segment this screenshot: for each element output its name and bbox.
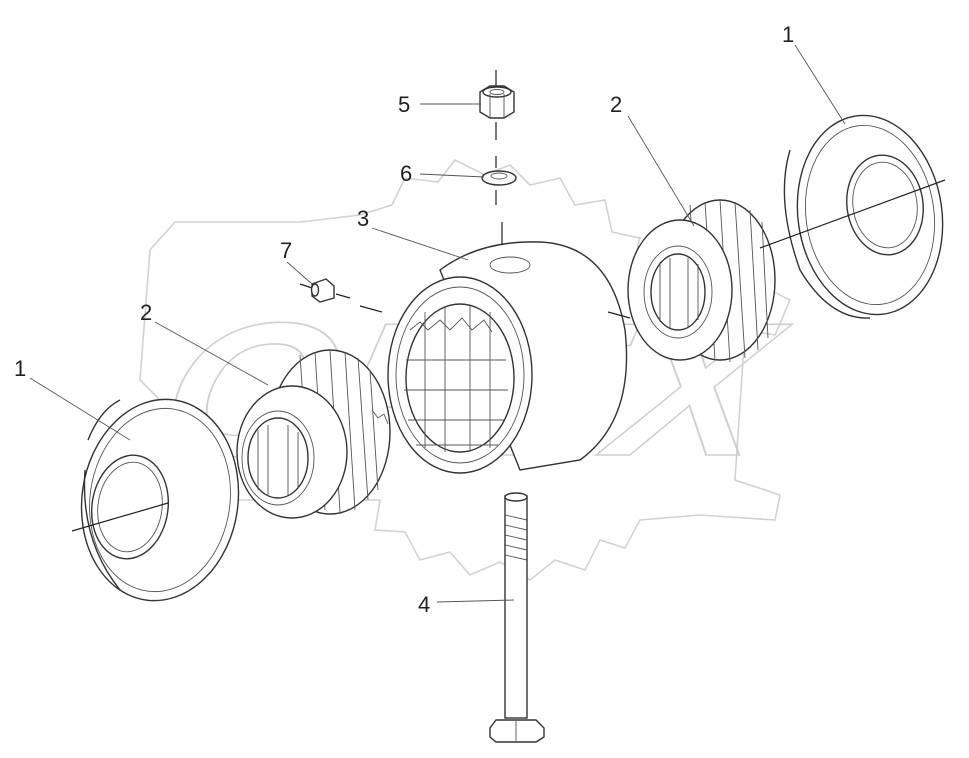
- label-part-1-left: 1: [14, 356, 26, 381]
- part-1-left-washer: [71, 398, 240, 602]
- label-part-1-right: 1: [782, 22, 794, 47]
- part-2-left-gear: [236, 349, 391, 519]
- leader-lines: [29, 44, 846, 603]
- part-4-bolt: [489, 492, 545, 743]
- label-part-4: 4: [418, 592, 430, 617]
- label-part-7: 7: [280, 238, 292, 263]
- part-5-nut: [479, 70, 515, 140]
- label-part-3: 3: [357, 206, 369, 231]
- label-part-5: 5: [398, 92, 410, 117]
- part-2-right-gear: [627, 199, 776, 363]
- label-part-2-left: 2: [140, 300, 152, 325]
- part-3-housing: [359, 222, 631, 474]
- part-6-washer: [481, 156, 517, 205]
- part-1-right-washer: [759, 114, 946, 319]
- part-7-grease-fitting: [299, 278, 351, 303]
- label-part-6: 6: [400, 161, 412, 186]
- part-labels: 1 1 2 2 3 4 5 6 7: [14, 22, 794, 617]
- label-part-2-right: 2: [610, 92, 622, 117]
